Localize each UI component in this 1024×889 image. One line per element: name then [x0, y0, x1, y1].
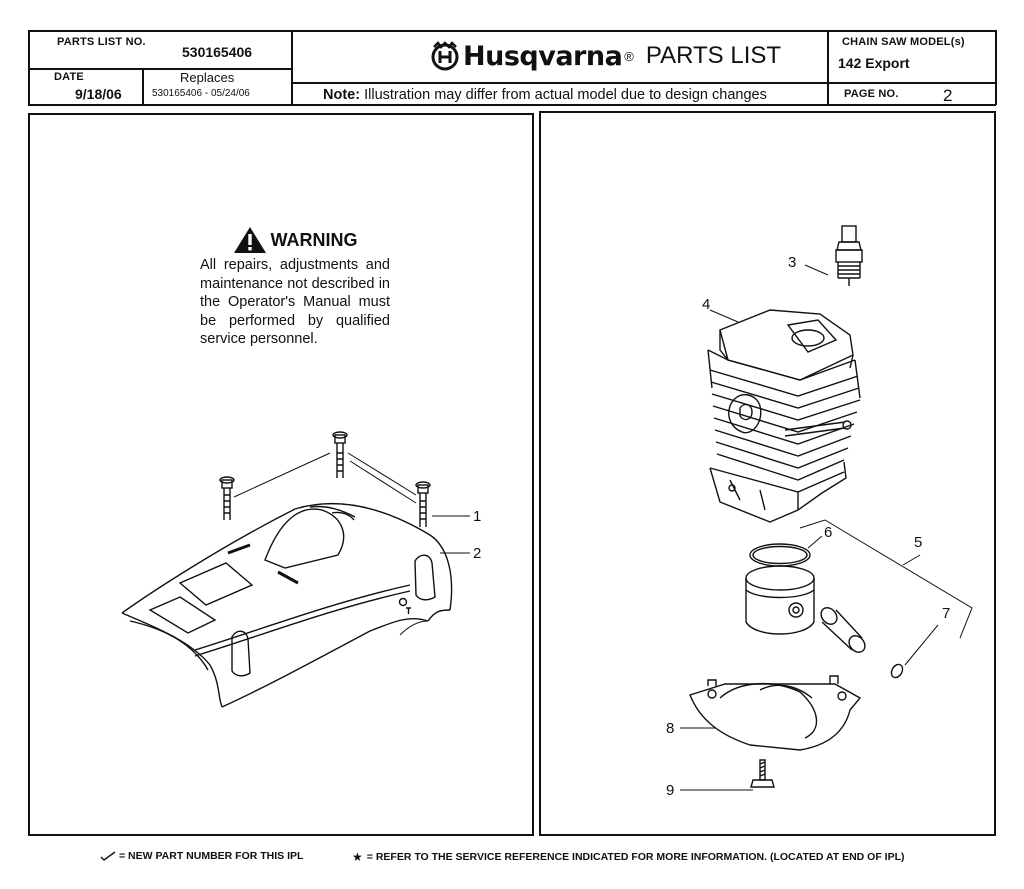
- bolt-left: [219, 476, 235, 520]
- brand-title: Husqvarna ® PARTS LIST: [430, 38, 781, 74]
- callout-4: 4: [702, 296, 711, 313]
- footer-legend-service: ★ = REFER TO THE SERVICE REFERENCE INDIC…: [352, 850, 905, 864]
- note-label: Note:: [323, 87, 361, 103]
- warning-block: WARNING All repairs, adjustments and mai…: [200, 226, 390, 349]
- note: Note: Illustration may differ from actua…: [323, 87, 767, 103]
- footer-service-ref-text: = REFER TO THE SERVICE REFERENCE INDICAT…: [366, 851, 905, 863]
- warning-text: All repairs, adjustments and maintenance…: [200, 257, 390, 347]
- callout-3: 3: [788, 254, 797, 271]
- callout-6: 6: [824, 524, 833, 541]
- registered-mark: ®: [624, 48, 634, 64]
- screw: [750, 759, 775, 788]
- cylinder: [707, 309, 861, 523]
- left-panel: [28, 113, 534, 836]
- cylinder-cover: [121, 502, 453, 708]
- husqvarna-crown-logo-icon: [431, 41, 459, 71]
- callout-7: 7: [942, 605, 951, 622]
- brand-name: Husqvarna: [463, 40, 623, 72]
- cylinder-piston-illustration: [680, 225, 973, 791]
- model-value: 142 Export: [838, 55, 910, 71]
- circlip: [890, 663, 904, 679]
- spark-plug: [835, 225, 863, 286]
- crankcase-bottom: [689, 675, 862, 751]
- date-value: 9/18/06: [75, 86, 122, 102]
- piston-ring: [749, 543, 811, 567]
- footer-legend-new: = NEW PART NUMBER FOR THIS IPL: [100, 850, 303, 862]
- parts-list-title: PARTS LIST: [645, 42, 782, 69]
- parts-list-no-label: PARTS LIST NO.: [57, 36, 146, 48]
- bolt-middle: [332, 431, 348, 478]
- note-text: Illustration may differ from actual mode…: [364, 87, 767, 103]
- date-label: DATE: [54, 71, 84, 83]
- warning-triangle-icon: [233, 227, 266, 253]
- callout-2: 2: [473, 545, 482, 562]
- star-icon: ★: [352, 850, 363, 864]
- wrist-pin: [820, 607, 866, 653]
- piston: [745, 565, 815, 635]
- parts-list-no: 530165406: [182, 44, 253, 60]
- replaces-label: Replaces: [180, 70, 235, 85]
- callout-9: 9: [666, 782, 675, 799]
- callout-1: 1: [473, 508, 482, 525]
- page-no-label: PAGE NO.: [844, 88, 899, 100]
- replaces-value: 530165406 - 05/24/06: [152, 88, 250, 99]
- right-panel: [539, 111, 996, 836]
- cylinder-cover-illustration: [121, 431, 470, 708]
- page-no-value: 2: [943, 86, 953, 105]
- bolt-right: [415, 481, 431, 527]
- model-label: CHAIN SAW MODEL(s): [842, 36, 965, 48]
- check-mark-icon: [100, 851, 116, 861]
- warning-title: WARNING: [270, 229, 358, 250]
- callout-5: 5: [914, 534, 923, 551]
- callout-8: 8: [666, 720, 675, 737]
- footer-new-part-text: = NEW PART NUMBER FOR THIS IPL: [119, 850, 304, 862]
